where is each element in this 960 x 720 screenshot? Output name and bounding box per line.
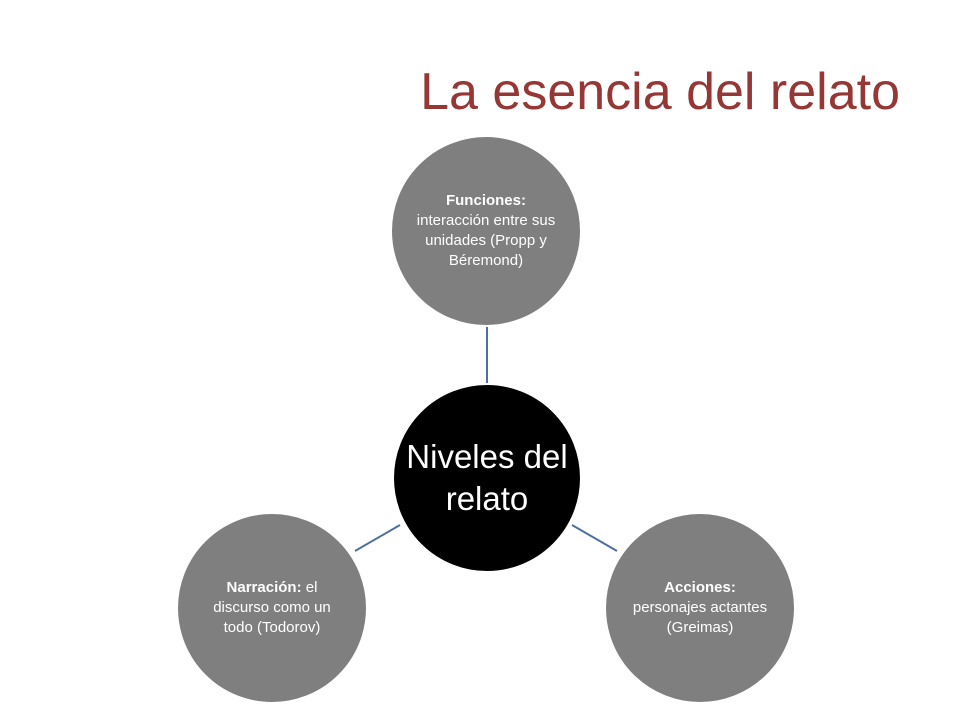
- node-funciones: Funciones: interacción entre sus unidade…: [390, 135, 582, 327]
- connector-right: [571, 524, 618, 552]
- node-narracion-term: Narración:: [226, 579, 302, 596]
- node-funciones-text: Funciones: interacción entre sus unidade…: [414, 191, 558, 271]
- node-funciones-description: interacción entre sus unidades (Propp y …: [416, 212, 556, 269]
- node-acciones: Acciones: personajes actantes (Greimas): [604, 512, 796, 704]
- slide-title: La esencia del relato: [420, 63, 900, 121]
- node-acciones-description: personajes actantes (Greimas): [632, 599, 768, 636]
- node-narracion-text: Narración: el discurso como un todo (Tod…: [200, 578, 344, 638]
- node-center-label: Niveles del relato: [406, 438, 568, 517]
- connector-left: [354, 524, 401, 552]
- node-narracion: Narración: el discurso como un todo (Tod…: [176, 512, 368, 704]
- node-center-niveles: Niveles del relato: [392, 383, 582, 573]
- node-funciones-term: Funciones:: [445, 192, 526, 209]
- node-acciones-text: Acciones: personajes actantes (Greimas): [628, 578, 772, 638]
- node-narracion-description: el discurso como un todo (Todorov): [213, 579, 331, 636]
- node-acciones-term: Acciones:: [664, 579, 736, 596]
